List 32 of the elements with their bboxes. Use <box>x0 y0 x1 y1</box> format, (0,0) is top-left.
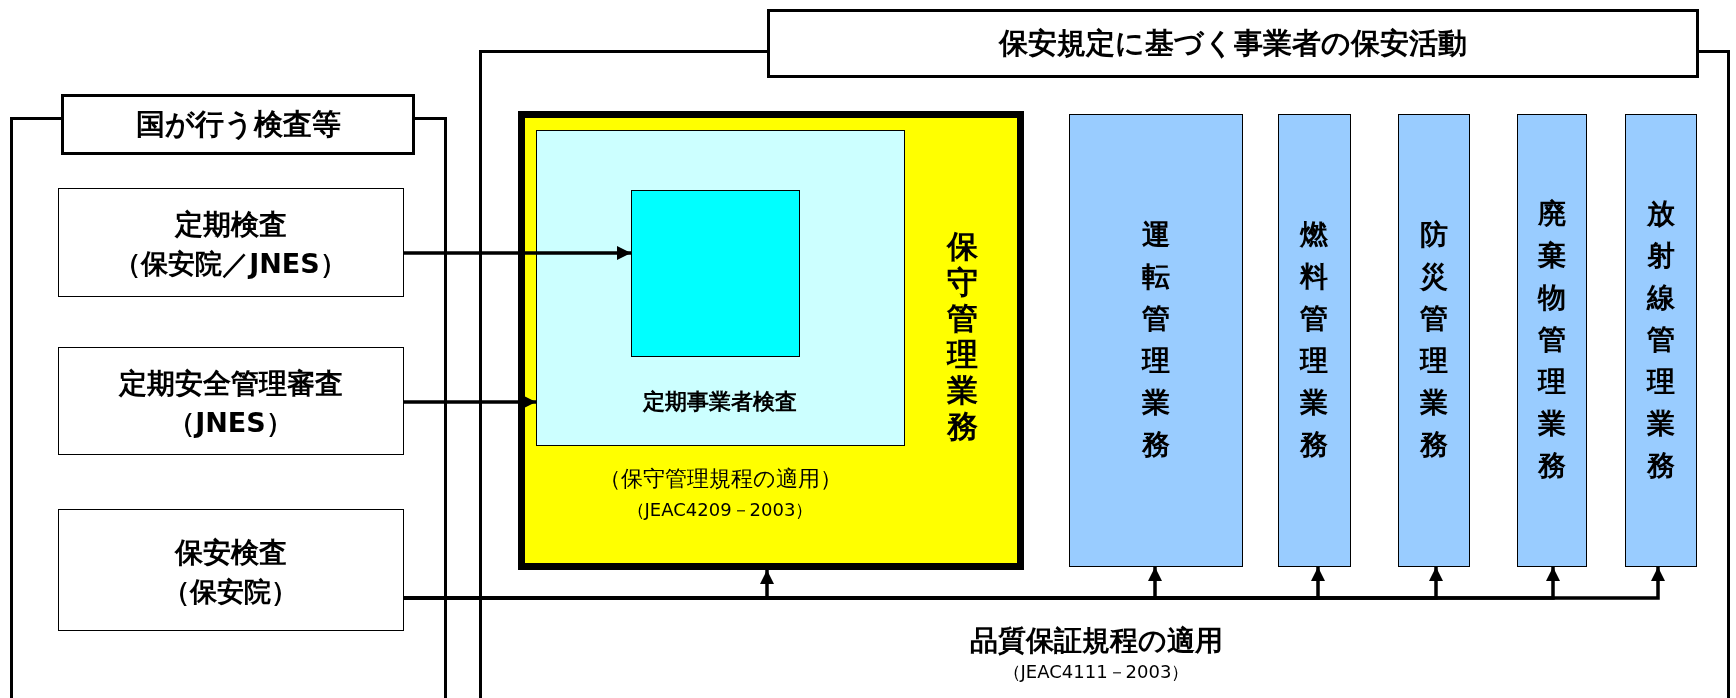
box-label: 定期事業者検査 <box>641 387 798 416</box>
activity-box <box>1278 114 1351 567</box>
inspection-box <box>58 188 404 297</box>
inspection-box <box>58 509 404 631</box>
note-label: （保守管理規程の適用） <box>597 465 843 493</box>
activity-box <box>1625 114 1697 567</box>
vertical-label: 廃棄物管理業務 <box>1537 196 1566 484</box>
box-subtitle: （保安院／JNES） <box>113 247 348 281</box>
box-title: 定期検査 <box>173 207 288 243</box>
standard-code-label: （JEAC4111－2003） <box>1001 660 1191 684</box>
activity-box <box>1069 114 1243 567</box>
inspection-box <box>58 347 404 455</box>
box-title: 定期安全管理審査 <box>117 365 344 402</box>
standard-code-label: （JEAC4209－2003） <box>625 498 815 522</box>
vertical-label: 燃料管理業務 <box>1299 217 1329 463</box>
activity-box <box>1398 114 1470 567</box>
heading-label: 保安規定に基づく事業者の保安活動 <box>767 9 1699 78</box>
footer-label: 品質保証規程の適用 <box>968 623 1224 659</box>
vertical-label: 運転管理業務 <box>1141 217 1170 463</box>
box-title: 保安検査 <box>173 534 288 571</box>
arrow <box>404 246 631 260</box>
box-subtitle: （JNES） <box>167 405 294 440</box>
heading-label: 国が行う検査等 <box>61 94 415 155</box>
arrow <box>404 395 536 409</box>
activity-box <box>518 111 1024 570</box>
vertical-label: 放射線管理業務 <box>1646 196 1675 484</box>
vertical-label: 防災管理業務 <box>1419 217 1448 463</box>
inspection-area <box>536 130 905 446</box>
activity-box <box>1517 114 1587 567</box>
target-box <box>630 189 800 357</box>
box-subtitle: （保安院） <box>162 574 299 609</box>
vertical-label: 保守管理業務 <box>946 228 978 444</box>
